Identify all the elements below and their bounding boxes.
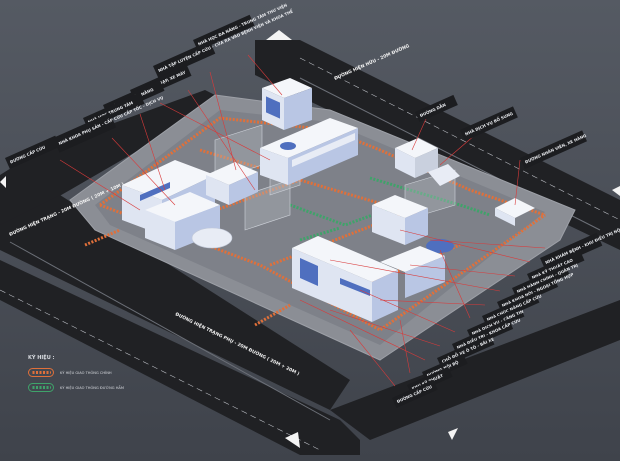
legend-swatch-main (28, 368, 54, 377)
building-technical (495, 198, 535, 226)
legend-label-tunnel: KÝ HIỆU GIAO THÔNG ĐƯỜNG HẦM (60, 385, 124, 390)
legend: KÝ HIỆU : KÝ HIỆU GIAO THÔNG CHÍNH KÝ HI… (28, 355, 124, 398)
legend-item-tunnel: KÝ HIỆU GIAO THÔNG ĐƯỜNG HẦM (28, 383, 124, 392)
building-west-complex (122, 160, 233, 250)
building-south-complex (292, 236, 445, 322)
legend-item-main: KÝ HIỆU GIAO THÔNG CHÍNH (28, 368, 124, 377)
buildings (122, 78, 535, 322)
building-center-block (260, 118, 358, 185)
legend-title: KÝ HIỆU : (28, 355, 55, 361)
callout-leaders (59, 54, 546, 387)
road-northwest (0, 90, 225, 230)
entrance-arrows (0, 30, 620, 448)
north-arrow-icon (266, 30, 292, 40)
south-east-arrow-icon (448, 428, 458, 440)
building-small-center (206, 162, 258, 205)
south-west-arrow-icon (285, 432, 300, 448)
building-service-east (395, 138, 460, 186)
building-north-tower (262, 78, 312, 130)
legend-swatch-tunnel (28, 383, 54, 392)
legend-label-main: KÝ HIỆU GIAO THÔNG CHÍNH (60, 370, 112, 375)
road-south (0, 260, 360, 455)
road-west (0, 195, 350, 410)
east-arrow-icon (612, 186, 620, 196)
road-north (262, 40, 296, 70)
west-arrow-icon (0, 176, 6, 188)
